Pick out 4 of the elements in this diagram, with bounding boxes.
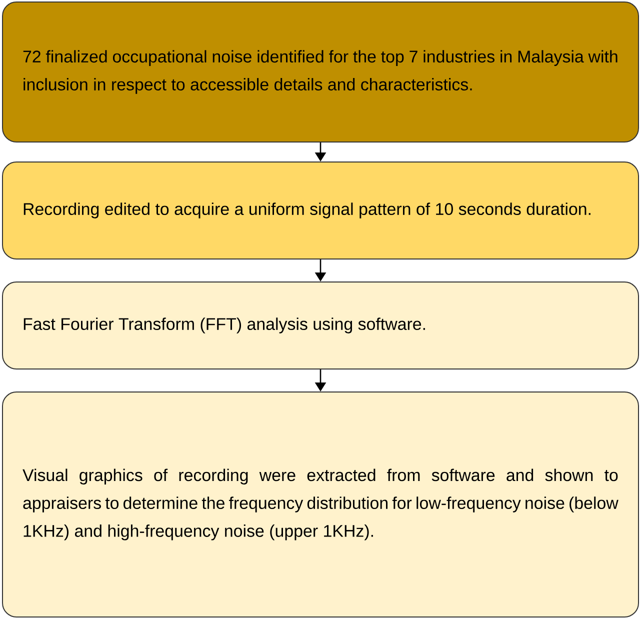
process-box: 72 finalized occupational noise identified for the top 7 industries in Malaysia with inclusion in respect to accessible details and characteristics. <box>2 2 639 142</box>
process-box: Recording edited to acquire a uniform signal pattern of 10 seconds duration. <box>2 162 639 260</box>
process-box: Visual graphics of recording were extracted from software and shown to appraisers to determine the frequency distribution for low-frequency noise (below 1KHz) and high-frequency noise (upper 1KHz). <box>2 392 639 618</box>
process-box: Fast Fourier Transform (FFT) analysis using software. <box>2 282 639 370</box>
